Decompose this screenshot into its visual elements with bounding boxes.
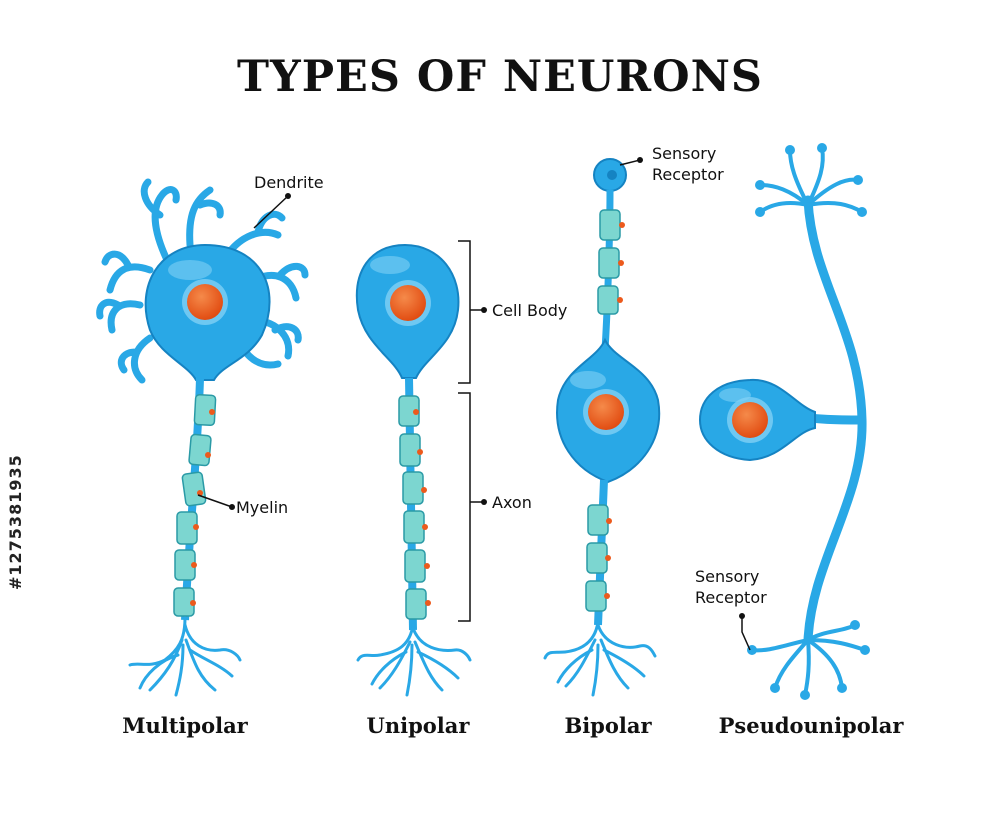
pseudounipolar-neuron xyxy=(698,143,870,700)
axon-bracket xyxy=(458,392,484,622)
multipolar-neuron xyxy=(96,178,309,697)
pseudounipolar-nucleus xyxy=(732,402,768,438)
diagram-title: TYPES OF NEURONS xyxy=(237,52,763,102)
multipolar-title: Multipolar xyxy=(122,713,248,738)
pseudounipolar-sensory-receptor-label: Sensory Receptor xyxy=(695,566,767,608)
dendrite-leader xyxy=(253,195,289,229)
dendrite-label: Dendrite xyxy=(254,173,324,192)
axon-label: Axon xyxy=(492,493,532,512)
bipolar-receptor-leader xyxy=(619,159,641,166)
pseudounipolar-title: Pseudounipolar xyxy=(718,713,904,738)
bipolar-sensory-receptor-label: Sensory Receptor xyxy=(652,143,724,185)
unipolar-nucleus xyxy=(390,285,426,321)
stock-id-text: #1275381935 xyxy=(6,454,25,590)
cell-body-bracket xyxy=(458,240,484,384)
receptor-line: Receptor xyxy=(652,165,724,184)
sensory-line: Sensory xyxy=(695,567,760,586)
sensory-line: Sensory xyxy=(652,144,717,163)
bipolar-title: Bipolar xyxy=(564,713,652,738)
bipolar-neuron xyxy=(543,158,661,697)
myelin-leader xyxy=(197,494,233,508)
myelin-label: Myelin xyxy=(236,498,289,517)
receptor-line: Receptor xyxy=(695,588,767,607)
pseudounipolar-receptor-leader xyxy=(741,618,751,651)
unipolar-neuron xyxy=(355,243,472,697)
bipolar-nucleus xyxy=(588,394,624,430)
multipolar-nucleus xyxy=(187,284,223,320)
cell-body-label: Cell Body xyxy=(492,301,568,320)
unipolar-title: Unipolar xyxy=(366,713,470,738)
